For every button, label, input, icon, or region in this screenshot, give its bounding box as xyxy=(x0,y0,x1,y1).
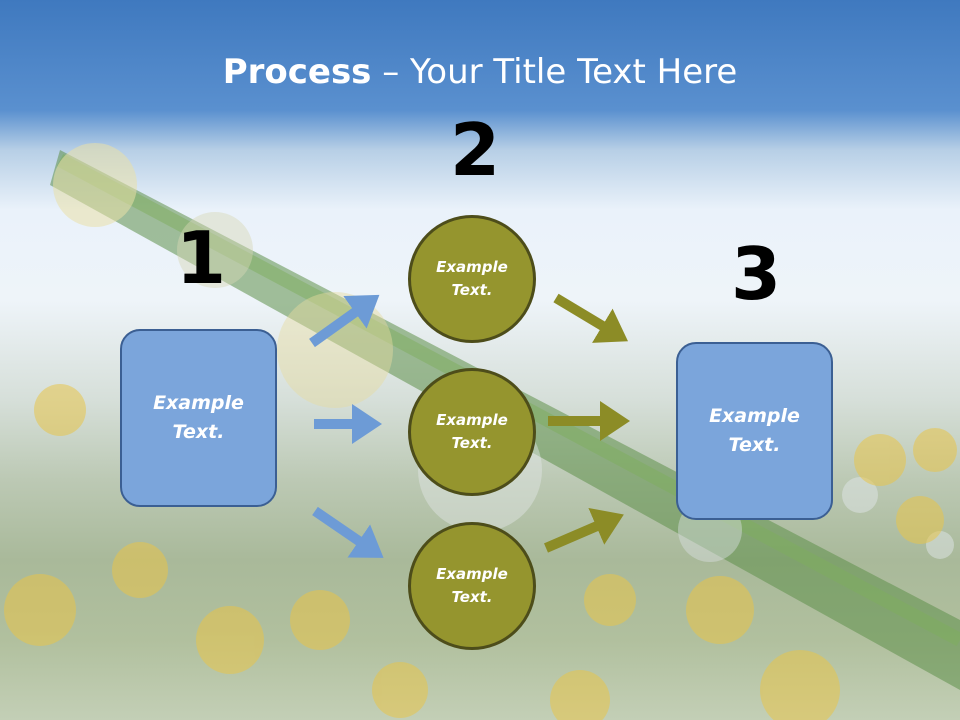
arrow-from-circle-bottom xyxy=(544,507,624,553)
title-bold: Process xyxy=(222,52,372,92)
circle-bottom: Example Text. xyxy=(408,522,536,650)
slide-title: Process – Your Title Text Here xyxy=(0,52,960,92)
arrow-to-circle-top xyxy=(309,294,380,348)
title-rest: – Your Title Text Here xyxy=(371,52,738,92)
circle-middle-text: Example Text. xyxy=(436,411,508,452)
circle-middle: Example Text. xyxy=(408,368,536,496)
arrow-from-circle-top xyxy=(553,293,629,343)
left-process-box: Example Text. xyxy=(120,329,277,507)
circle-bottom-text: Example Text. xyxy=(436,565,508,606)
circle-top-text: Example Text. xyxy=(436,258,508,299)
step-number-3: 3 xyxy=(731,232,782,316)
step-number-2: 2 xyxy=(450,108,501,192)
left-box-text: Example Text. xyxy=(153,392,244,443)
step-number-1: 1 xyxy=(176,216,227,300)
circle-top: Example Text. xyxy=(408,215,536,343)
arrow-to-circle-bottom xyxy=(312,506,384,558)
right-process-box: Example Text. xyxy=(676,342,833,520)
right-box-text: Example Text. xyxy=(709,405,800,456)
